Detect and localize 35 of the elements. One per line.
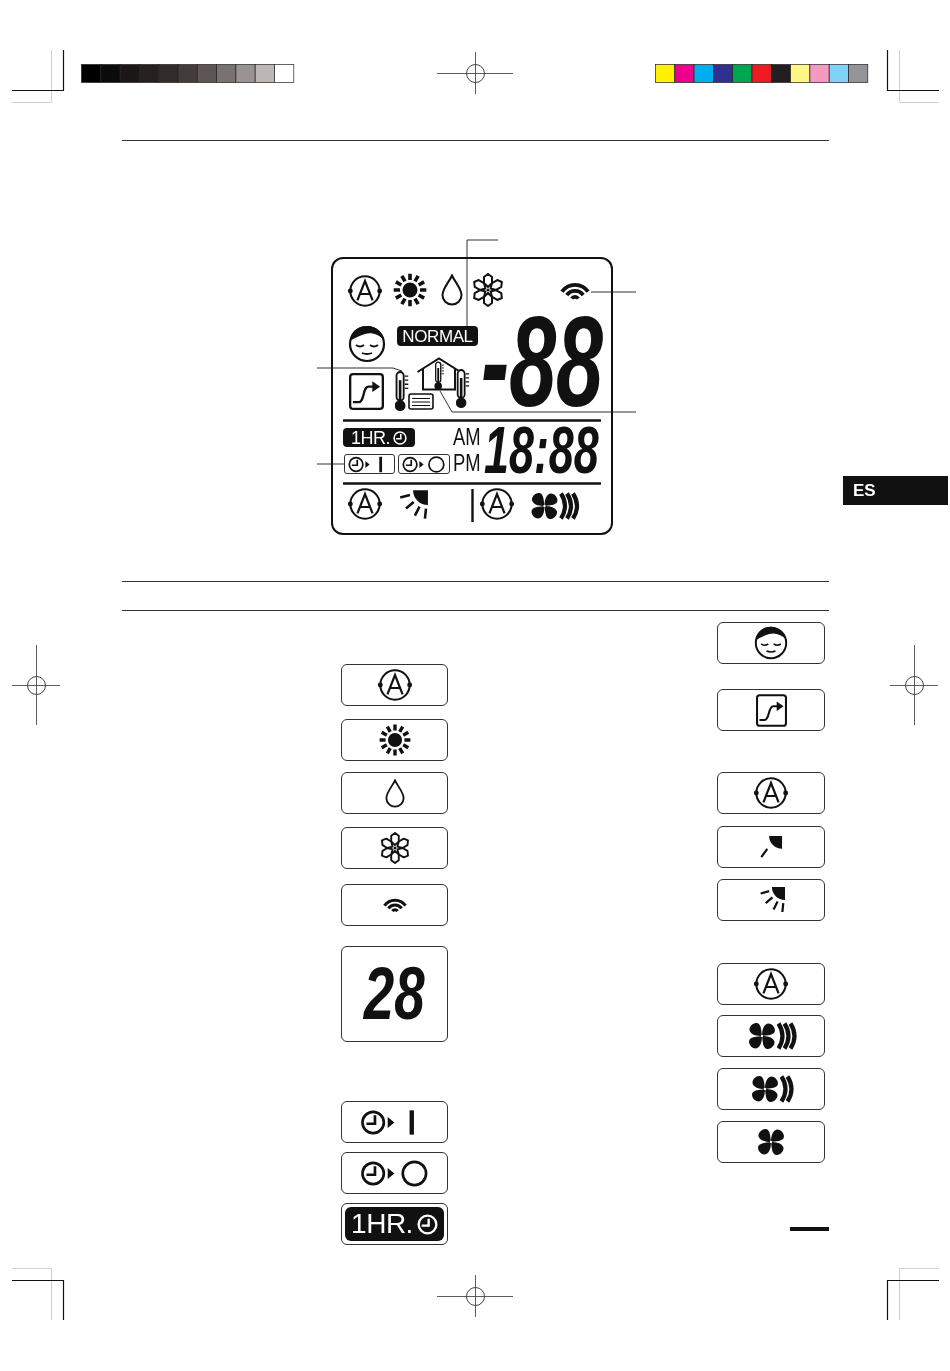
symbol-card [717,963,825,1005]
symbol-card [341,664,448,706]
mode-badge: NORMAL [397,326,478,346]
symbol-card [717,689,825,731]
symbol-card [341,946,448,1042]
leader-line [590,291,637,293]
leader-line [466,239,499,327]
language-tab: ES [843,476,948,505]
symbol-card [341,884,448,926]
symbol-card [717,1015,825,1057]
symbol-card [341,1152,448,1194]
leader-line [439,390,637,413]
symbol-card [717,1121,825,1163]
symbol-card [717,1068,825,1110]
symbol-card [341,719,448,761]
timer-badge [343,428,415,447]
clock-digits: 18:88 [484,426,599,476]
timer-label: 1HR. [351,428,390,447]
time-period-label: PM [453,455,481,473]
signal-waves-icon [559,282,591,301]
symbol-card [717,879,825,921]
thermometer-icon [395,371,409,412]
symbol-card [341,772,448,814]
symbol-card [717,826,825,868]
symbol-card [717,622,825,664]
leader-line [316,463,345,465]
time-period-label: AM [453,429,481,447]
temperature-digits: -88 [481,314,604,410]
display-digits: 28 [364,966,425,1022]
timer-label: 1HR. [351,1210,413,1238]
symbol-card [717,772,825,814]
leader-line [316,367,403,372]
symbol-card [341,827,448,869]
lcd-display-panel [331,257,613,535]
symbol-card [341,1101,448,1143]
